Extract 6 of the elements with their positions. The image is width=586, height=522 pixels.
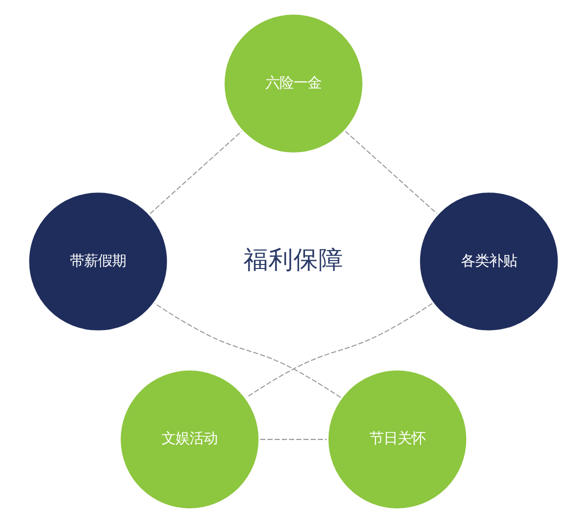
connector bbox=[260, 438, 326, 440]
connector bbox=[344, 130, 437, 214]
connector bbox=[154, 302, 340, 398]
label: 福利保障 bbox=[243, 246, 343, 274]
connector bbox=[246, 302, 432, 398]
connector bbox=[149, 130, 242, 214]
